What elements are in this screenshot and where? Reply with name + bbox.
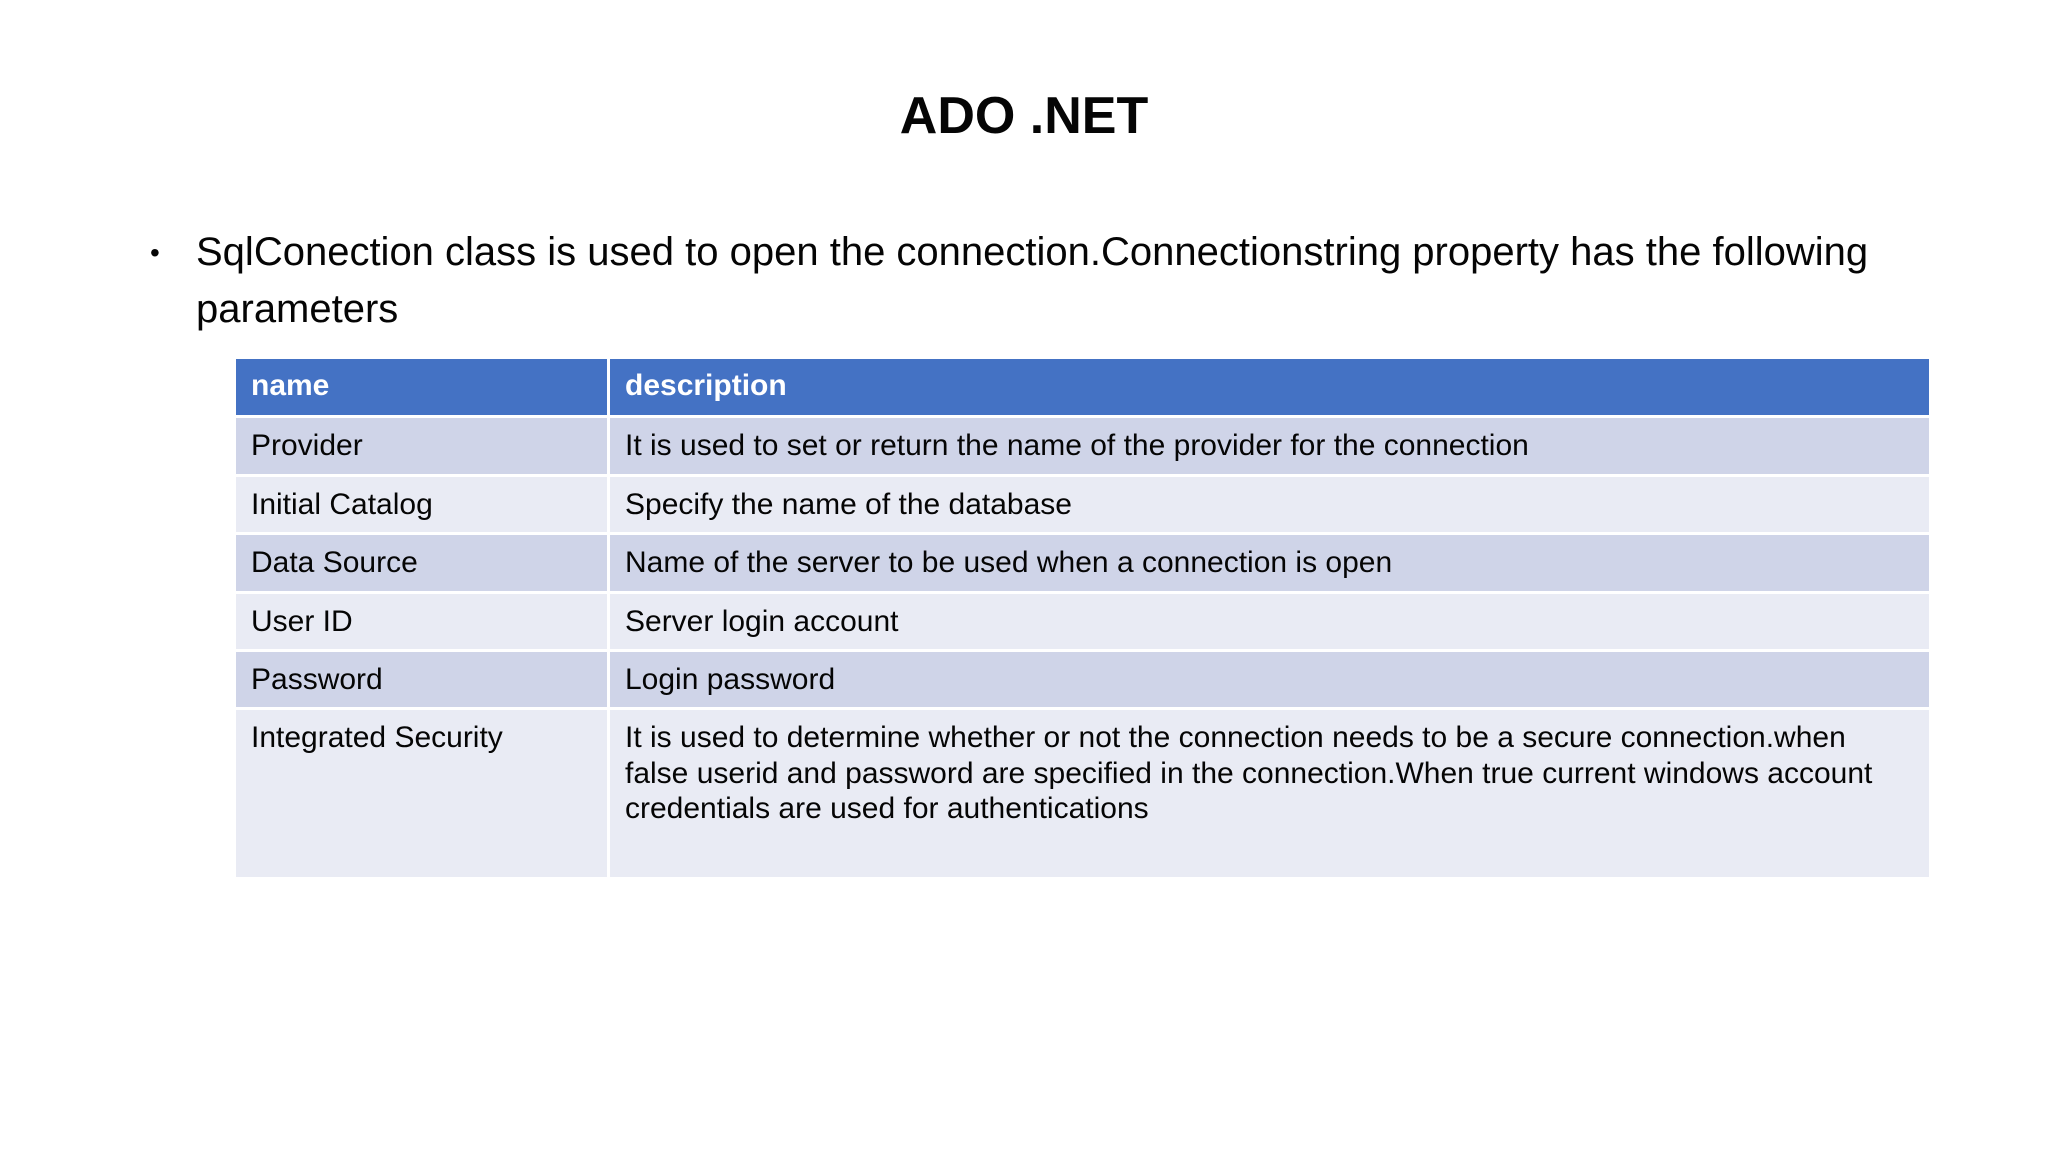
column-header-name: name [233,355,610,419]
name-cell: Data Source [233,532,610,594]
bullet-text: SqlConection class is used to open the c… [196,230,1869,331]
description-cell: It is used to set or return the name of … [607,415,1932,477]
column-header-description: description [607,355,1932,419]
bullet-item: • SqlConection class is used to open the… [150,224,1920,338]
description-cell: Name of the server to be used when a con… [607,532,1932,594]
description-cell: It is used to determine whether or not t… [607,707,1932,880]
page-title: ADO .NET [899,87,1149,145]
description-cell: Specify the name of the database [607,473,1932,536]
name-cell: Provider [233,415,610,477]
name-cell: Password [233,648,610,711]
table-header-row: name description [233,355,1932,419]
description-cell: Server login account [607,590,1932,652]
bullet-marker: • [150,237,160,268]
name-cell: User ID [233,590,610,652]
description-cell: Login password [607,648,1932,711]
name-cell: Initial Catalog [233,473,610,536]
name-cell: Integrated Security [233,707,610,880]
